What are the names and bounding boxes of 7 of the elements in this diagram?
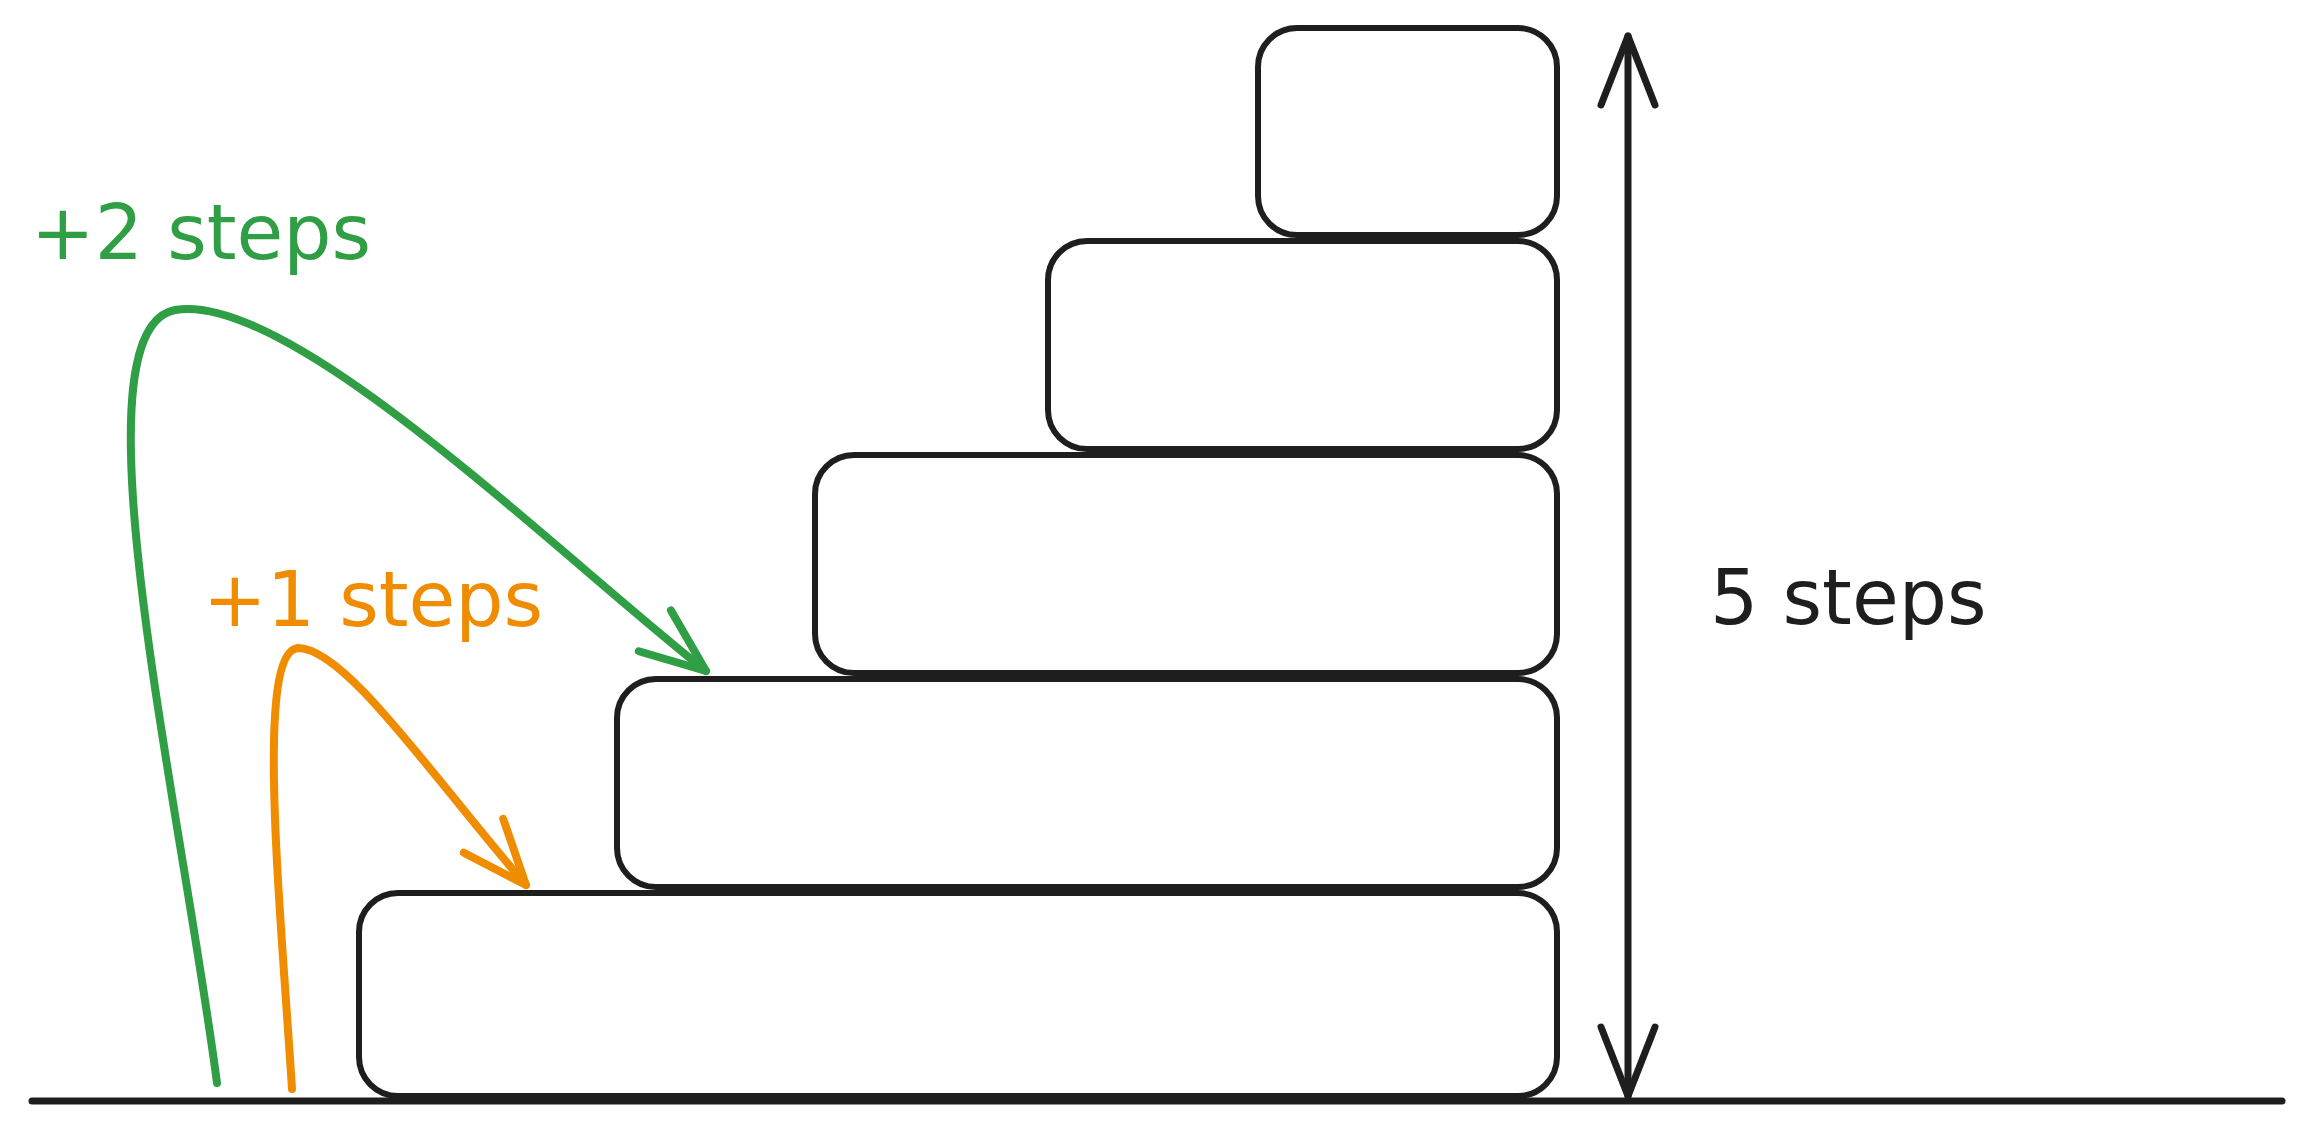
step-box bbox=[812, 452, 1560, 676]
arrow bbox=[269, 644, 530, 1093]
step-box bbox=[614, 676, 1560, 890]
arrow bbox=[127, 306, 710, 1087]
step-box bbox=[1045, 238, 1560, 452]
step-box bbox=[1255, 25, 1560, 238]
step-box bbox=[356, 890, 1560, 1099]
